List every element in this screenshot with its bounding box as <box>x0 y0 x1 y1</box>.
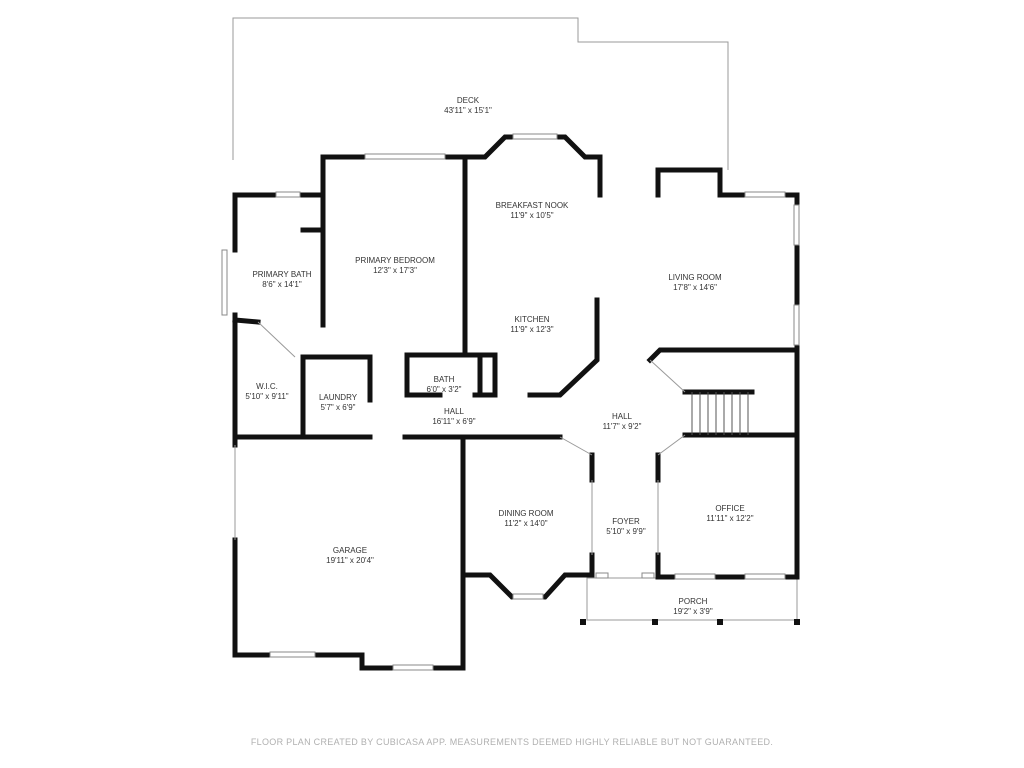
room-name: FOYER <box>612 517 640 526</box>
room-size: 5'7" x 6'9" <box>320 403 356 412</box>
room-name: GARAGE <box>332 546 368 555</box>
room-name: LAUNDRY <box>318 393 358 402</box>
footer-disclaimer: FLOOR PLAN CREATED BY CUBICASA APP. MEAS… <box>250 737 774 747</box>
room-size: 11'7" x 9'2" <box>602 422 642 431</box>
room-name: W.I.C. <box>256 382 278 391</box>
walls <box>232 134 800 671</box>
room-name: LIVING ROOM <box>668 273 722 282</box>
room-name: OFFICE <box>715 504 745 513</box>
windows <box>221 133 800 671</box>
room-size: 5'10" x 9'11" <box>245 392 289 401</box>
room-name: DINING ROOM <box>498 509 554 518</box>
room-name: PORCH <box>678 597 708 606</box>
room-size: 11'9" x 10'5" <box>510 211 554 220</box>
room-size: 12'3" x 17'3" <box>373 266 417 275</box>
room-size: 19'11" x 20'4" <box>326 556 374 565</box>
room-name: DECK <box>456 96 480 105</box>
room-size: 17'8" x 14'6" <box>673 283 717 292</box>
room-name: HALL <box>443 407 464 416</box>
room-wic: W.I.C.5'10" x 9'11" <box>245 382 288 402</box>
room-name: BATH <box>433 375 455 384</box>
room-size: 43'11" x 15'1" <box>444 106 492 115</box>
room-size: 19'2" x 3'9" <box>673 607 713 616</box>
stairs <box>691 392 749 435</box>
room-size: 5'10" x 9'9" <box>606 527 646 536</box>
porch-posts <box>580 619 800 625</box>
room-name: KITCHEN <box>514 315 550 324</box>
deck-outline <box>232 17 729 170</box>
room-name: PRIMARY BATH <box>252 270 312 279</box>
room-size: 6'0" x 3'2" <box>426 385 462 394</box>
room-size: 11'9" x 12'3" <box>510 325 554 334</box>
room-size: 11'11" x 12'2" <box>706 514 754 523</box>
room-size: 8'6" x 14'1" <box>262 280 302 289</box>
room-size: 16'11" x 6'9" <box>432 417 476 426</box>
room-size: 11'2" x 14'0" <box>504 519 548 528</box>
room-name: HALL <box>611 412 632 421</box>
room-name: BREAKFAST NOOK <box>495 201 569 210</box>
room-name: PRIMARY BEDROOM <box>355 256 435 265</box>
interior-openings <box>234 321 686 555</box>
